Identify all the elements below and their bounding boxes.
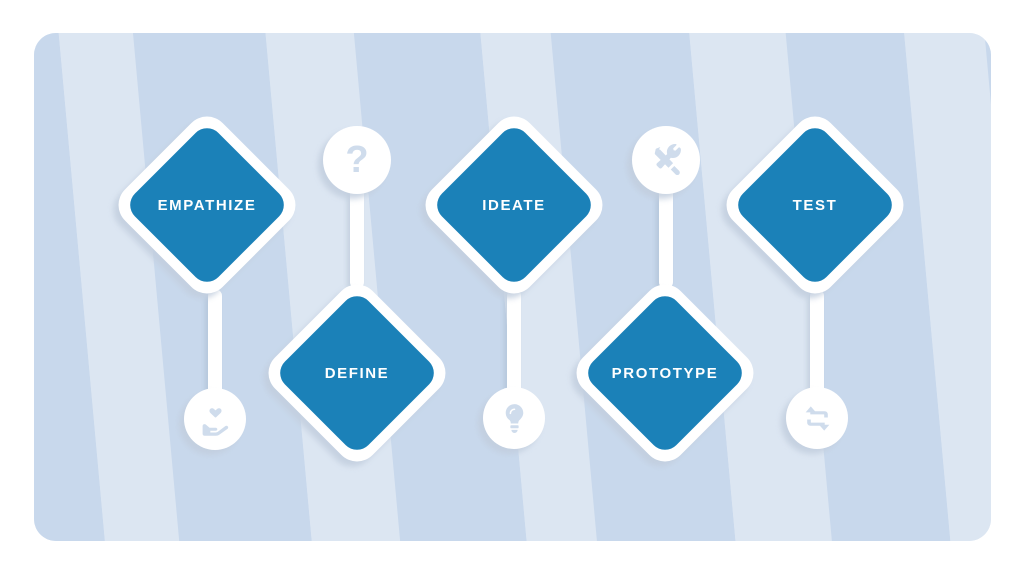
stage-diamond-empathize[interactable]: EMPATHIZE	[104, 107, 305, 308]
stage-diamond-ideate[interactable]: IDEATE	[411, 107, 612, 308]
question-mark-icon: ?	[323, 126, 391, 194]
stage-icon-badge-ideate[interactable]	[478, 387, 545, 454]
stage-diamond-define[interactable]: DEFINE	[254, 275, 455, 476]
stage-label: EMPATHIZE	[157, 196, 257, 214]
stage-label: DEFINE	[324, 364, 390, 382]
screwdriver-wrench-icon	[632, 126, 700, 194]
question-mark-glyph: ?	[345, 139, 369, 181]
connector-stem	[507, 288, 521, 418]
stage-label: TEST	[792, 196, 838, 214]
stage-icon-badge-test[interactable]	[781, 387, 848, 454]
loop-arrows-icon	[786, 387, 848, 449]
hand-heart-icon	[184, 388, 246, 450]
stage-diamond-prototype[interactable]: PROTOTYPE	[562, 275, 763, 476]
stage-label: IDEATE	[482, 196, 546, 214]
stage-icon-badge-empathize[interactable]	[179, 388, 246, 455]
stage-icon-badge-prototype[interactable]	[627, 126, 700, 199]
connector-stem	[208, 288, 222, 419]
stage-icon-badge-define[interactable]: ?	[318, 126, 391, 199]
lightbulb-icon	[483, 387, 545, 449]
connector-stem	[810, 288, 824, 418]
stage-diamond-test[interactable]: TEST	[712, 107, 913, 308]
stage-label: PROTOTYPE	[611, 364, 719, 382]
